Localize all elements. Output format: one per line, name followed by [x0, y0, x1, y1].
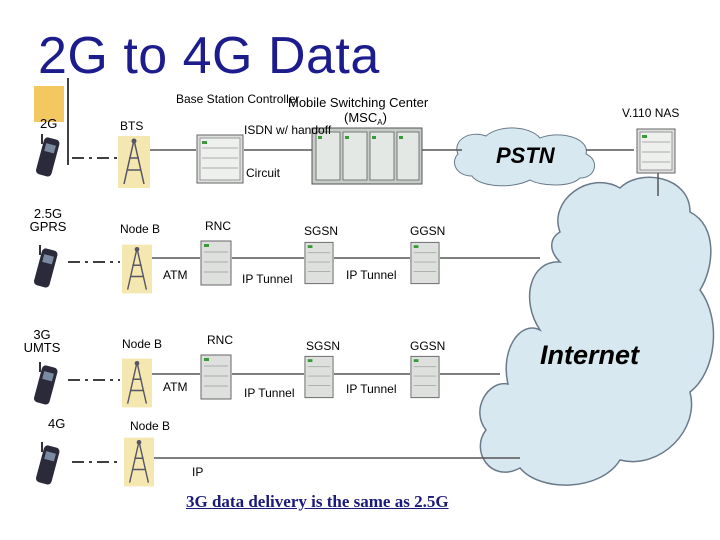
nodeb-label-3g: Node B	[122, 337, 163, 351]
ggsn-server-icon	[410, 241, 440, 285]
cell-tower-icon	[122, 358, 152, 408]
row-label-3g-line1: 3G	[33, 327, 51, 342]
nodeb-label-4g: Node B	[130, 419, 171, 433]
nas-server-icon	[636, 128, 676, 174]
row-label-3g-line2: UMTS	[23, 340, 61, 355]
v110-nas-label: V.110 NAS	[622, 106, 680, 120]
mobile-phone-icon	[33, 245, 58, 288]
row-label-4g: 4G	[48, 416, 66, 431]
msc-rack-icon	[311, 127, 423, 185]
rnc-server-icon	[200, 240, 232, 286]
ggsn-label-3g: GGSN	[410, 339, 446, 353]
pstn-cloud-icon	[454, 127, 595, 187]
mobile-phone-icon	[35, 442, 60, 485]
cell-tower-icon	[122, 244, 152, 294]
isdn-label: ISDN w/ handoff	[244, 124, 331, 137]
ip-label: IP	[192, 465, 204, 479]
bsc-server-icon	[196, 134, 244, 184]
bsc-label-text: Base Station Controller	[176, 92, 300, 106]
atm-label-25g: ATM	[163, 268, 188, 282]
ggsn-label-25g: GGSN	[410, 224, 446, 238]
row-label-2g: 2G	[40, 116, 58, 131]
atm-label-3g: ATM	[163, 380, 188, 394]
mobile-phone-icon	[33, 362, 58, 405]
iptunnel-label-25g-a: IP Tunnel	[242, 272, 293, 286]
rnc-label-25g: RNC	[205, 219, 231, 233]
row-label-25g-line2: GPRS	[29, 219, 67, 234]
rnc-label-3g: RNC	[207, 333, 233, 347]
msc-sub-close: )	[382, 110, 387, 125]
slide-caption: 3G data delivery is the same as 2.5G	[186, 492, 449, 511]
internet-label: Internet	[540, 340, 640, 370]
internet-cloud-icon	[479, 176, 715, 486]
sgsn-label-25g: SGSN	[304, 224, 339, 238]
row-label-25g-line1: 2.5G	[33, 206, 63, 221]
sgsn-label-3g: SGSN	[306, 339, 341, 353]
row-label-3g: 3G UMTS	[20, 328, 64, 354]
sgsn-server-icon	[304, 355, 334, 399]
msc-sub-open: (MSC	[344, 110, 378, 125]
msc-sub-label: (MSCA)	[344, 111, 387, 129]
msc-sub-a: A	[377, 118, 383, 127]
bsc-label: Base Station Controller	[176, 93, 299, 106]
isdn-label-text: ISDN w/ handoff	[244, 123, 332, 137]
iptunnel-label-3g-b: IP Tunnel	[346, 382, 397, 396]
iptunnel-label-3g-a: IP Tunnel	[244, 386, 295, 400]
bts-label: BTS	[120, 119, 144, 133]
ggsn-server-icon	[410, 355, 440, 399]
legend-color-block	[34, 86, 64, 122]
circuit-label: Circuit	[246, 166, 281, 180]
page-title: 2G to 4G Data	[38, 27, 380, 85]
mobile-phone-icon	[35, 134, 60, 177]
cell-tower-icon	[124, 437, 154, 487]
rnc-server-icon	[200, 354, 232, 400]
cell-tower-icon	[118, 136, 150, 188]
sgsn-server-icon	[304, 241, 334, 285]
msc-label: Mobile Switching Center	[288, 95, 429, 110]
row-label-25g: 2.5G GPRS	[28, 207, 68, 233]
iptunnel-label-25g-b: IP Tunnel	[346, 268, 397, 282]
nodeb-label-25g: Node B	[120, 222, 161, 236]
pstn-label: PSTN	[496, 143, 555, 168]
